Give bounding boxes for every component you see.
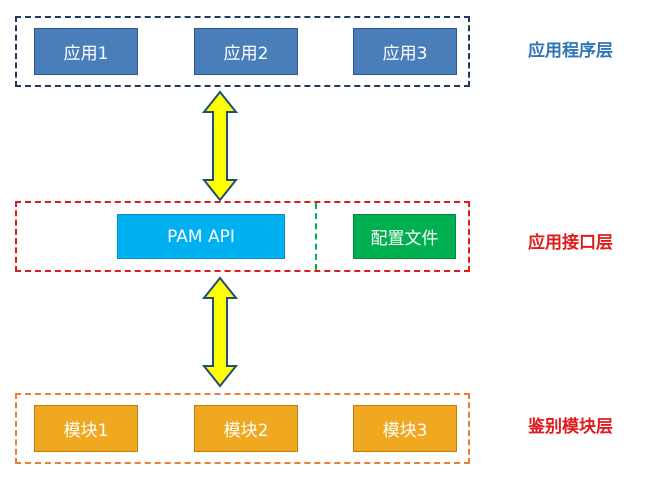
module-node-2: 模块2 <box>194 405 298 452</box>
config-file-node: 配置文件 <box>353 214 456 259</box>
module-layer-label: 鉴别模块层 <box>528 417 613 437</box>
module-node-3: 模块3 <box>353 405 457 452</box>
interface-layer-label: 应用接口层 <box>528 233 613 253</box>
double-arrow-interface-modules <box>201 276 239 388</box>
interface-layer-box <box>15 201 470 272</box>
app-node-1: 应用1 <box>34 28 138 75</box>
module-node-1: 模块1 <box>34 405 138 452</box>
app-node-3: 应用3 <box>353 28 457 75</box>
interface-divider <box>315 203 317 270</box>
application-layer-label: 应用程序层 <box>528 41 613 61</box>
app-node-2: 应用2 <box>194 28 298 75</box>
application-layer-box <box>15 16 470 87</box>
double-arrow-app-interface <box>201 90 239 202</box>
pam-api-node: PAM API <box>117 214 285 259</box>
module-layer-box <box>15 393 470 464</box>
